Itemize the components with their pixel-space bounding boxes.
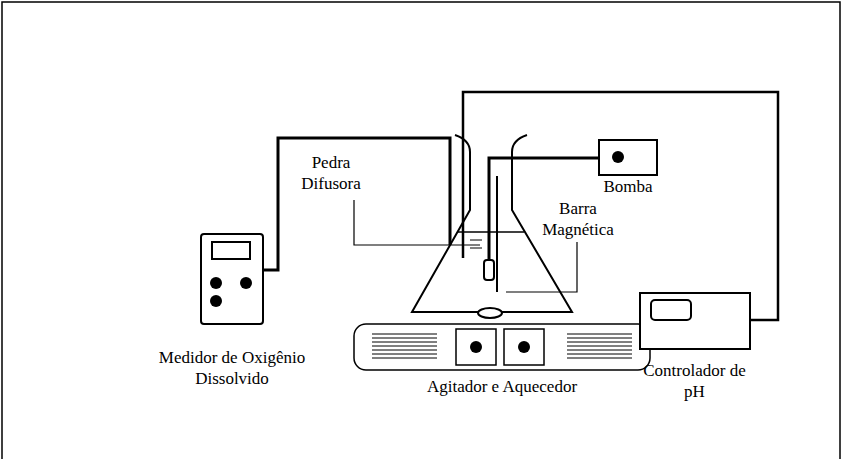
stirrer-heater: Agitador e Aquecedor: [347, 322, 657, 397]
pump-symbol: [598, 139, 658, 176]
device-label: Medidor de Oxigênio Dissolvido: [147, 347, 317, 389]
oxygen-meter: Medidor de Oxigênio Dissolvido: [147, 233, 317, 389]
ph-controller: Controlador de pH: [637, 292, 752, 402]
oxygen-probe-cable: [264, 138, 450, 270]
device-label: Controlador de pH: [637, 360, 752, 402]
ph-controller-symbol: [639, 292, 751, 350]
device-label: Bomba: [603, 176, 652, 197]
stirrer-heater-symbol: [352, 322, 652, 372]
oxygen-meter-symbol: [200, 233, 264, 325]
liquid-mark: [470, 240, 482, 241]
stir-bar: [478, 308, 502, 318]
leader-line: [506, 242, 577, 292]
device-label: Agitador e Aquecedor: [427, 376, 577, 397]
probe-rod: [496, 176, 498, 292]
liquid-level: [458, 231, 524, 233]
diffuser-stone: [484, 260, 494, 280]
leader-line: [354, 200, 480, 245]
pump: Bomba: [578, 139, 678, 197]
part-label: Barra Magnética: [537, 198, 619, 240]
liquid-mark: [470, 248, 482, 249]
part-label: Pedra Difusora: [295, 152, 367, 194]
ph-probe-cable: [463, 92, 778, 320]
